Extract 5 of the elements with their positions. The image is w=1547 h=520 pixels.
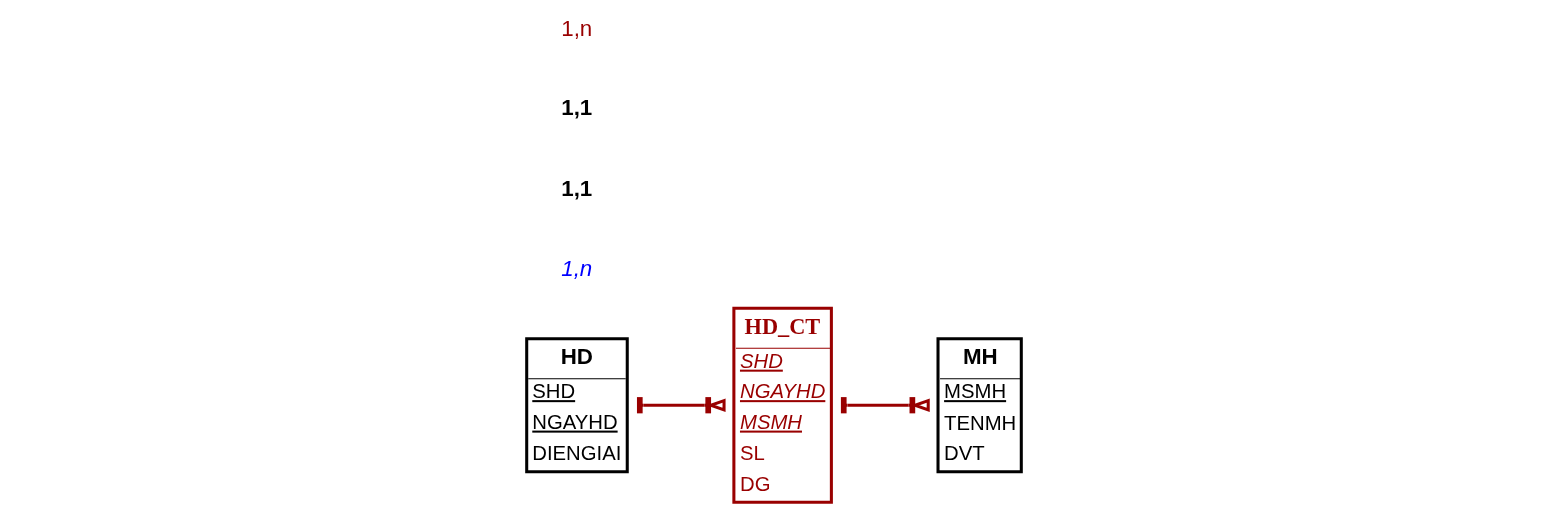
label: 1,1 (560, 175, 592, 201)
label: 1,1 (560, 95, 592, 121)
connector (636, 397, 726, 414)
label: 1,n (560, 255, 592, 281)
label: 1,n (560, 16, 592, 42)
